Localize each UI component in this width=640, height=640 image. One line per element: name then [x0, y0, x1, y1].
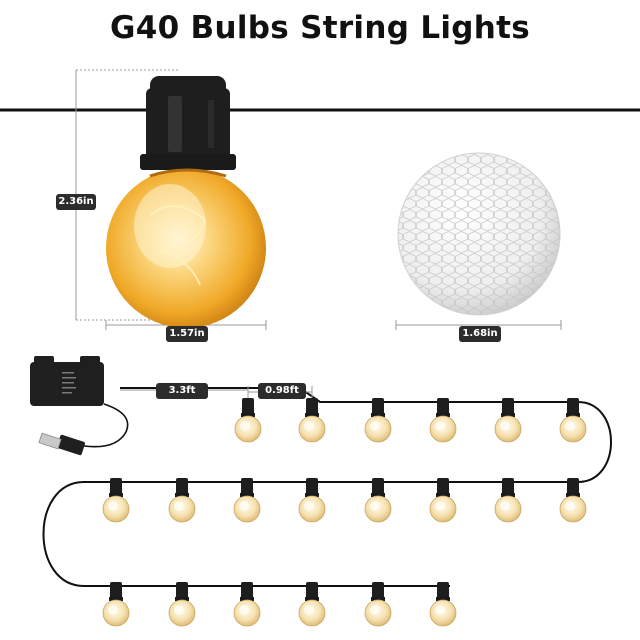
- string-bulb-icon: [234, 398, 262, 443]
- string-bulb-icon: [233, 582, 261, 627]
- string-bulb-icon: [429, 478, 457, 523]
- bulb-width-label: 1.57in: [166, 326, 208, 342]
- bulb-string: [102, 398, 587, 627]
- g40-bulb-icon: [106, 76, 266, 328]
- string-bulb-icon: [559, 478, 587, 523]
- spacing-label: 0.98ft: [258, 383, 306, 399]
- string-bulb-icon: [364, 478, 392, 523]
- string-bulb-icon: [364, 398, 392, 443]
- string-bulb-icon: [168, 582, 196, 627]
- string-bulb-icon: [298, 478, 326, 523]
- string-bulb-icon: [494, 478, 522, 523]
- string-bulb-icon: [494, 398, 522, 443]
- string-bulb-icon: [168, 478, 196, 523]
- string-bulb-icon: [102, 478, 130, 523]
- string-bulb-icon: [298, 582, 326, 627]
- string-cable: [42, 387, 612, 587]
- usb-plug-icon: [38, 432, 86, 456]
- golf-ball-icon: [397, 152, 561, 316]
- ball-width-label: 1.68in: [459, 326, 501, 342]
- string-bulb-icon: [233, 478, 261, 523]
- lead-length-label: 3.3ft: [156, 383, 208, 399]
- string-bulb-icon: [559, 398, 587, 443]
- usb-cable: [83, 403, 129, 448]
- page-title: G40 Bulbs String Lights: [109, 10, 531, 46]
- string-bulb-icon: [364, 582, 392, 627]
- battery-box-icon: [30, 356, 104, 406]
- string-bulb-icon: [102, 582, 130, 627]
- string-bulb-icon: [429, 582, 457, 627]
- bulb-height-label: 2.36in: [56, 194, 96, 210]
- string-bulb-icon: [429, 398, 457, 443]
- string-bulb-icon: [298, 398, 326, 443]
